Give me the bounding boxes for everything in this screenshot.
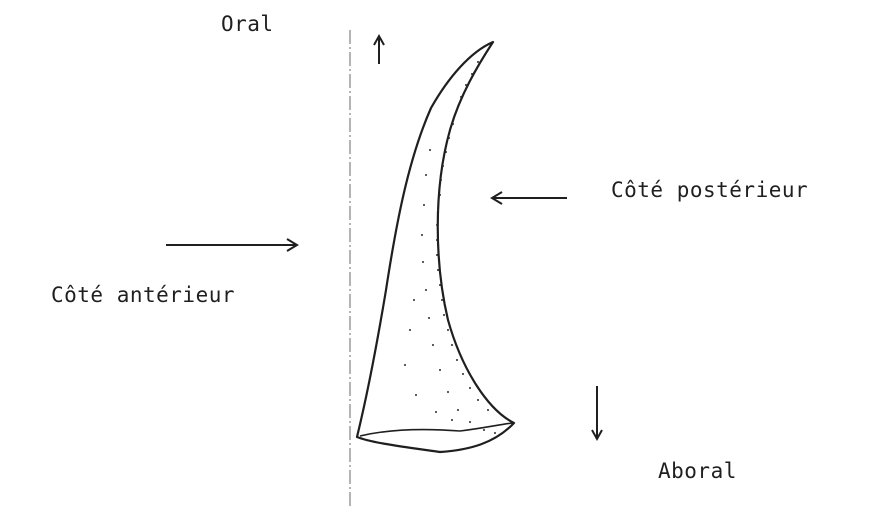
conodont-element: [357, 42, 514, 452]
aboral-label: Aboral: [658, 459, 737, 483]
element-outline: [357, 42, 514, 452]
posterior-side-label: Côté postérieur: [611, 178, 808, 202]
aboral-arrow: [592, 386, 602, 439]
basal-margin-line: [360, 423, 513, 436]
oral-arrow: [374, 36, 384, 64]
stippling-pattern: [404, 61, 496, 434]
anterior-arrow: [166, 239, 297, 251]
anterior-side-label: Côté antérieur: [51, 283, 235, 307]
posterior-arrow: [492, 192, 567, 204]
oral-label: Oral: [221, 12, 274, 36]
